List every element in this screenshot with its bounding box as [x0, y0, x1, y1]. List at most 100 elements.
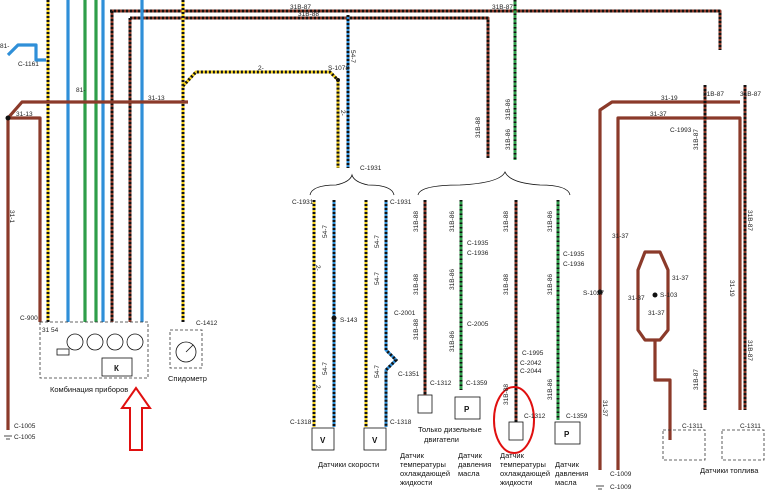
captions-coolant-temp-1d-label: жидкости — [400, 478, 433, 487]
connectors-c1009b-label: С-1009 — [610, 484, 632, 491]
wires-w31-37b-label: 31-37 — [612, 233, 629, 240]
connectors-c1318b-label: С-1318 — [390, 419, 412, 426]
wire-31b88-top-bus-dash-overlay — [130, 16, 490, 158]
connectors-c1009a-label: С-1009 — [610, 471, 632, 478]
wires-w31b88-mid-label: 31В-88 — [475, 117, 482, 138]
captions-oil-press-2c-label: масла — [555, 478, 577, 487]
coolant-temp-sensor-1-box — [417, 394, 433, 414]
wires-w31b88-c-label: 31В-88 — [413, 319, 420, 340]
connectors-c1005a-label: С-1005 — [14, 423, 36, 430]
wires-w31b86-f-label: 31В-86 — [547, 379, 554, 400]
symbols-P1-label: P — [464, 405, 470, 414]
symbols-V2-label: V — [372, 436, 378, 445]
wires-w31b87-top-label: 31В-87 — [290, 4, 311, 11]
gauge-1-icon — [66, 333, 84, 351]
captions-oil-press-1a-label: Датчик — [458, 451, 483, 460]
instrument-cluster-box — [39, 321, 149, 379]
brace-speed-sensors — [309, 173, 395, 196]
wire-31-13-loop — [8, 116, 42, 322]
oil-warning-icon — [56, 348, 70, 356]
speed-sensor-right-box — [363, 427, 387, 451]
connectors-c1931c-label: С-1931 — [390, 199, 412, 206]
wires-w54-7-r1-label: 54-7 — [374, 235, 381, 248]
captions-coolant-temp-1b-label: температуры — [400, 460, 446, 469]
wires-w31b86-a-label: 31В-86 — [449, 211, 456, 232]
captions-fuel-sensors-label: Датчики топлива — [700, 466, 759, 475]
coolant-temp-sensor-2-box — [508, 421, 524, 441]
connectors-c1931b-label: С-1931 — [292, 199, 314, 206]
wire-31-37-brown — [616, 116, 742, 470]
wire-speed-blue-r-dash-overlay — [384, 200, 399, 427]
connectors-c2042-label: С-2042 — [520, 360, 542, 367]
wire-31b87-top-bus-dash-overlay — [110, 9, 722, 50]
wire-81-blue-branch — [6, 43, 46, 62]
wires-w31-19b-label: 31-19 — [728, 280, 735, 297]
connectors-c900-label: С-900 — [20, 315, 38, 322]
connectors-c2005-label: С-2005 — [467, 321, 489, 328]
red-arrow-annotation — [120, 386, 152, 451]
red-circle-annotation — [493, 386, 535, 454]
wires-w31-13b-label: 31-13 — [16, 111, 33, 118]
wires-w31b87-r5-label: 31В-87 — [746, 340, 753, 361]
fuel-sensor-2-box — [721, 429, 765, 461]
wires-w31b87-r1-label: 31В-87 — [703, 91, 724, 98]
wires-w31b87-r2-label: 31В-87 — [740, 91, 761, 98]
wires-w54-7-l2-label: 54-7 — [322, 362, 329, 375]
connectors-c1161-label: С-1161 — [18, 61, 39, 68]
wire-31-37-lower — [653, 340, 672, 440]
captions-cluster-label: Комбинация приборов — [50, 385, 128, 394]
wires-w31b88-d-label: 31В-88 — [503, 211, 510, 232]
captions-oil-press-1c-label: масла — [458, 469, 480, 478]
wires-w81-label: 81- — [0, 43, 9, 50]
wires-w31-37e-label: 31-37 — [648, 310, 665, 317]
wires-w54-7-top-label: 54-7 — [349, 50, 356, 63]
brace-center-sensors — [417, 171, 571, 196]
captions-oil-press-2b-label: давления — [555, 469, 588, 478]
captions-coolant-temp-2b-label: температуры — [500, 460, 546, 469]
wires-w54-7-r3-label: 54-7 — [374, 365, 381, 378]
connectors-c1935a-label: С-1935 — [467, 240, 489, 247]
connectors-c1359b-label: С-1359 — [566, 413, 588, 420]
components-layer — [4, 78, 765, 490]
connectors-c1318a-label: С-1318 — [290, 419, 312, 426]
captions-speedometer-label: Спидометр — [168, 374, 207, 383]
wires-w31b87-top2-label: 31В-87 — [492, 4, 513, 11]
symbols-P2-label: P — [564, 430, 570, 439]
connectors-c1995-label: С-1995 — [522, 350, 544, 357]
connectors-c1005b-label: С-1005 — [14, 434, 36, 441]
ground-c1005-icon — [4, 435, 12, 440]
captions-coolant-temp-2c-label: охлаждающей — [500, 469, 550, 478]
connectors-s1027-label: S-1027 — [583, 290, 604, 297]
connectors-c2001-label: С-2001 — [394, 310, 416, 317]
wires-w31-37c-label: 31-37 — [628, 295, 645, 302]
connectors-c1931a-label: С-1931 — [360, 165, 382, 172]
connectors-c2044-label: С-2044 — [520, 368, 542, 375]
connectors-s143-label: S-143 — [340, 317, 358, 324]
wires-w31b86-d-label: 31В-86 — [547, 211, 554, 232]
fuel-sensor-1-box — [662, 429, 706, 461]
connectors-c1078-label: S-1078 — [328, 65, 349, 72]
gauge-3-icon — [106, 333, 124, 351]
wires-w31-54-label: 31 54 — [42, 327, 59, 334]
captions-coolant-temp-2a-label: Датчик — [500, 451, 525, 460]
splice-dot-31-13 — [5, 115, 11, 121]
connectors-c1936a-label: С-1936 — [467, 250, 489, 257]
speed-sensor-left-box — [311, 427, 335, 451]
connectors-c1351-label: С-1351 — [398, 371, 420, 378]
wires-w31b87-r6-label: 31В-87 — [693, 369, 700, 390]
wire-2-yellow-horizontal — [181, 70, 340, 168]
wires-w81b-label: 81- — [76, 87, 85, 94]
wires-w31b86-mid-label: 31В-86 — [505, 129, 512, 150]
wires-w2-l2-label: 2- — [314, 385, 321, 391]
wires-w31b88-a-label: 31В-88 — [413, 211, 420, 232]
wires-w2-mid-label: 2- — [258, 65, 264, 72]
wires-w31b87-r3-label: 31В-87 — [693, 129, 700, 150]
connectors-c1312a-label: С-1312 — [430, 380, 452, 387]
connectors-c1936b-label: С-1936 — [563, 261, 585, 268]
wires-w54-7-r2-label: 54-7 — [374, 272, 381, 285]
captions-coolant-temp-1a-label: Датчик — [400, 451, 425, 460]
wires-w2-l-label: 2- — [314, 265, 321, 271]
gauge-4-icon — [126, 333, 144, 351]
